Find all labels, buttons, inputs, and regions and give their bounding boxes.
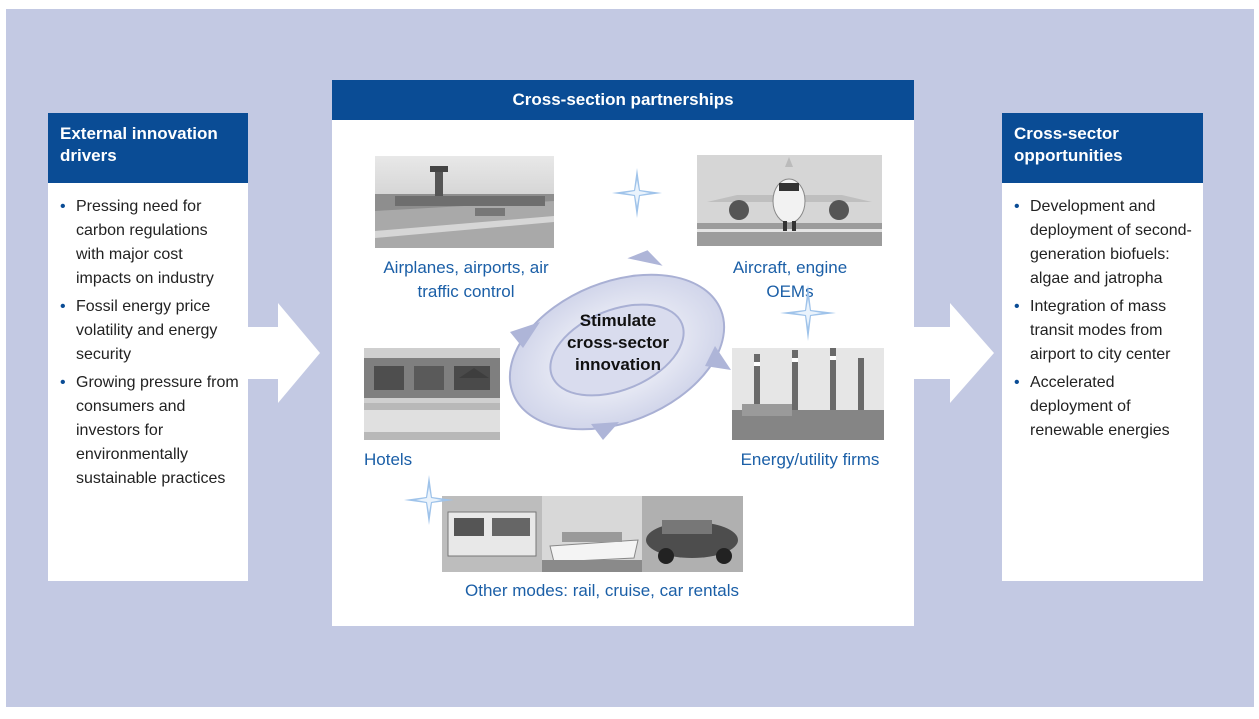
external-drivers-panel: External innovation drivers Pressing nee… bbox=[48, 113, 248, 581]
list-item: Pressing need for carbon regulations wit… bbox=[60, 195, 240, 291]
external-drivers-list: Pressing need for carbon regulations wit… bbox=[48, 183, 248, 491]
opportunities-panel: Cross-sector opportunities Development a… bbox=[1002, 113, 1203, 581]
partnerships-title: Cross-section partnerships bbox=[332, 80, 914, 120]
flow-arrow-left bbox=[248, 303, 320, 403]
list-item: Integration of mass transit modes from a… bbox=[1014, 295, 1195, 367]
caption-energy: Energy/utility firms bbox=[740, 450, 880, 469]
other-modes-photo bbox=[442, 496, 743, 572]
innovation-cycle-diagram bbox=[508, 250, 731, 440]
sparkle-icon bbox=[780, 285, 836, 341]
list-item: Accelerated deployment of renewable ener… bbox=[1014, 371, 1195, 443]
airport-photo bbox=[375, 156, 554, 248]
sparkle-icon bbox=[404, 475, 454, 525]
opportunities-title: Cross-sector opportunities bbox=[1002, 113, 1203, 183]
sparkle-icon bbox=[612, 168, 662, 218]
cycle-label: Stimulate cross-sector innovation bbox=[566, 311, 670, 374]
flow-arrow-right bbox=[914, 303, 994, 403]
caption-aircraft: Aircraft, engine OEMs bbox=[732, 258, 848, 301]
caption-airports: Airplanes, airports, air traffic control bbox=[383, 258, 549, 301]
caption-other-modes: Other modes: rail, cruise, car rentals bbox=[465, 581, 739, 600]
caption-hotels: Hotels bbox=[364, 450, 413, 469]
list-item: Development and deployment of second-gen… bbox=[1014, 195, 1195, 291]
external-drivers-title: External innovation drivers bbox=[48, 113, 248, 183]
hotel-photo bbox=[364, 348, 500, 440]
aircraft-photo bbox=[697, 155, 882, 246]
list-item: Fossil energy price volatility and energ… bbox=[60, 295, 240, 367]
opportunities-list: Development and deployment of second-gen… bbox=[1002, 183, 1203, 443]
list-item: Growing pressure from consumers and inve… bbox=[60, 371, 240, 491]
energy-plant-photo bbox=[732, 348, 884, 440]
